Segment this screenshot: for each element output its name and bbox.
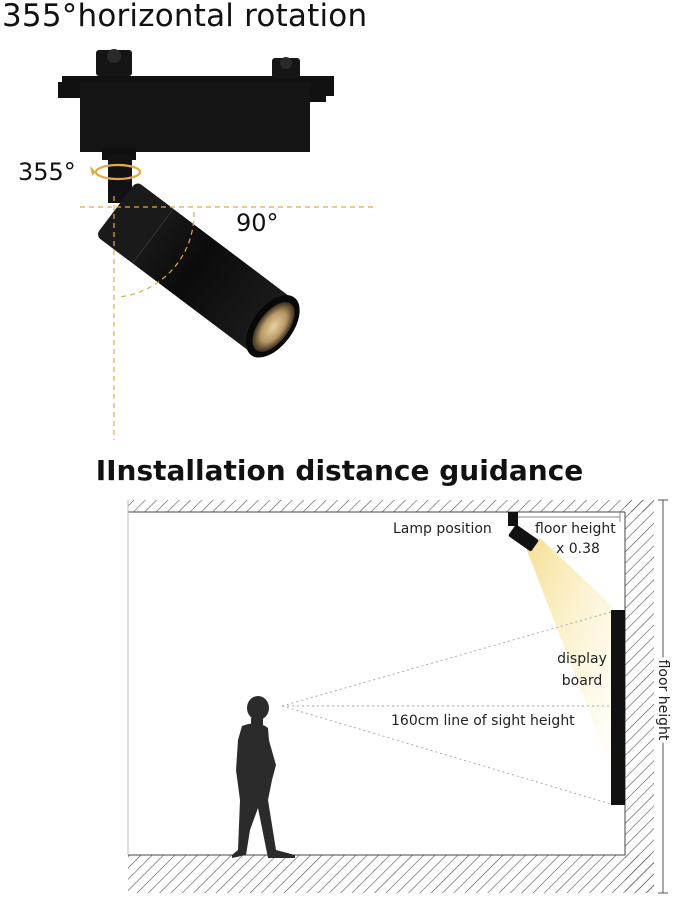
ceiling — [128, 500, 654, 512]
display-board-label-line1: display — [557, 651, 607, 667]
display-board-label: display board — [556, 648, 608, 692]
height-factor-label: x 0.38 — [556, 541, 600, 557]
floor — [128, 855, 654, 893]
person-icon — [232, 696, 295, 858]
tilt-guide-lines — [80, 196, 375, 440]
tilt-angle-label: 90° — [236, 209, 279, 237]
rotation-angle-label: 355° — [18, 158, 76, 186]
light-beam — [526, 538, 612, 770]
display-board-label-line2: board — [561, 673, 603, 689]
display-board — [611, 610, 625, 805]
rotation-headline: 355°horizontal rotation — [2, 0, 368, 34]
rotation-arrow-icon — [90, 163, 142, 181]
right-wall — [625, 500, 654, 893]
lamp-height-marker — [518, 512, 621, 522]
lamp-icon — [508, 512, 539, 552]
floor-height-vertical-label: floor height — [651, 657, 675, 743]
floor-height-vertical-text: floor height — [655, 657, 671, 743]
lamp-position-label: Lamp position — [393, 521, 492, 537]
sight-lines — [281, 611, 612, 805]
spotlight-icon — [58, 49, 334, 358]
floor-height-label: floor height — [535, 521, 616, 537]
sight-line-label: 160cm line of sight height — [391, 713, 575, 729]
guide-title: IInstallation distance guidance — [95, 454, 584, 487]
